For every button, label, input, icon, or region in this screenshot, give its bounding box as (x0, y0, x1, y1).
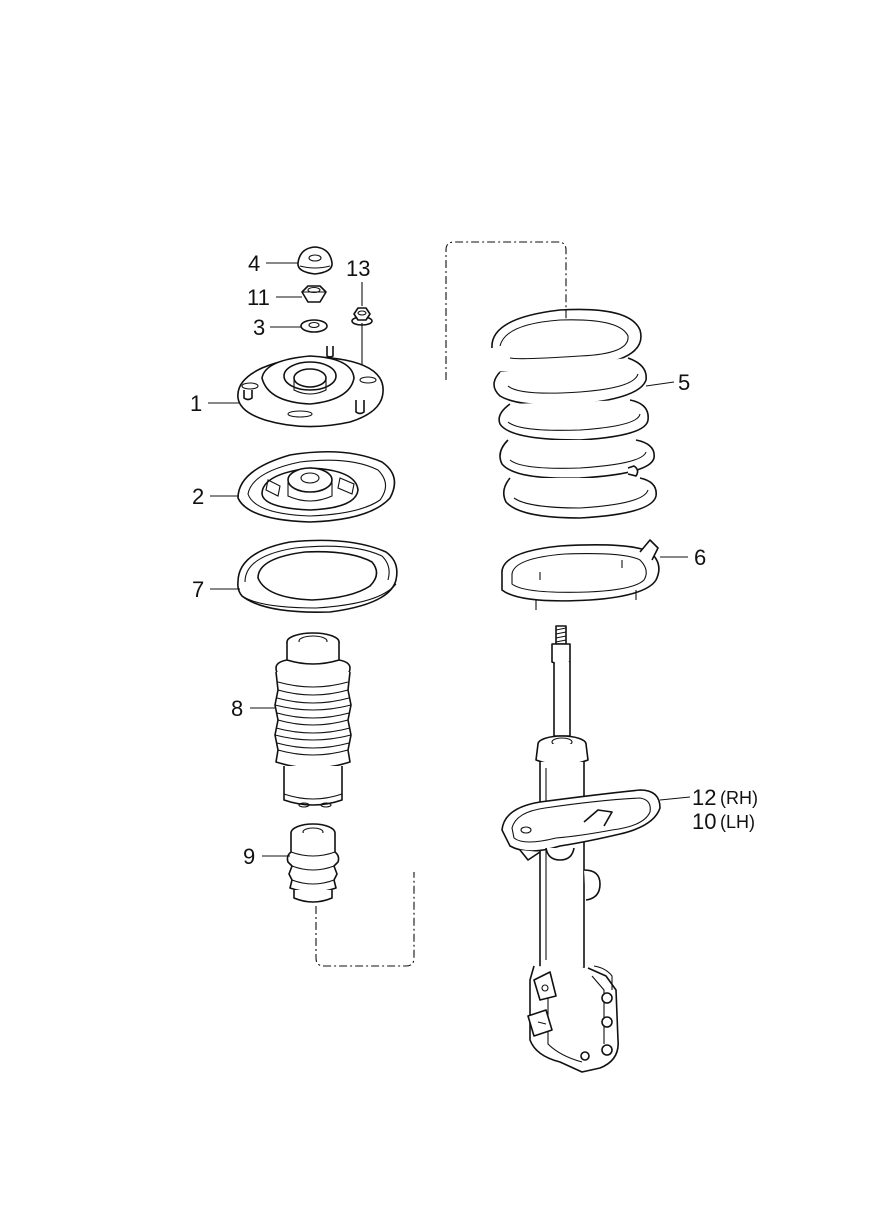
callout-4: 4 (248, 251, 260, 276)
part-9-bump-stop (286, 823, 340, 903)
part-3-washer (300, 319, 328, 333)
part-4-dust-cap (297, 246, 333, 275)
callout-13: 13 (346, 256, 370, 281)
part-8-dust-boot (274, 632, 352, 808)
callout-3: 3 (253, 315, 265, 340)
callout-12: 12 (692, 785, 716, 810)
callout-10-suffix: (LH) (720, 812, 755, 832)
part-5-coil-spring (491, 308, 657, 519)
callout-11: 11 (247, 285, 270, 310)
assembly-line-top (445, 241, 567, 380)
callout-5: 5 (678, 370, 690, 395)
part-7-spring-insulator (237, 539, 398, 613)
leader-lines (208, 262, 691, 857)
callout-2: 2 (192, 484, 204, 509)
callout-12-suffix: (RH) (720, 788, 758, 808)
callout-1: 1 (190, 391, 202, 416)
callout-10: 10 (692, 809, 716, 834)
part-12-10-strut-assembly (501, 625, 661, 1073)
callout-8: 8 (231, 696, 243, 721)
part-6-spring-seat (501, 539, 660, 610)
callout-9: 9 (243, 844, 255, 869)
part-11-nut (301, 285, 327, 303)
part-2-bearing-plate (237, 451, 396, 523)
callout-7: 7 (192, 577, 204, 602)
part-1-strut-mount (237, 346, 384, 428)
assembly-line-left (315, 872, 415, 967)
callout-6: 6 (694, 545, 706, 570)
